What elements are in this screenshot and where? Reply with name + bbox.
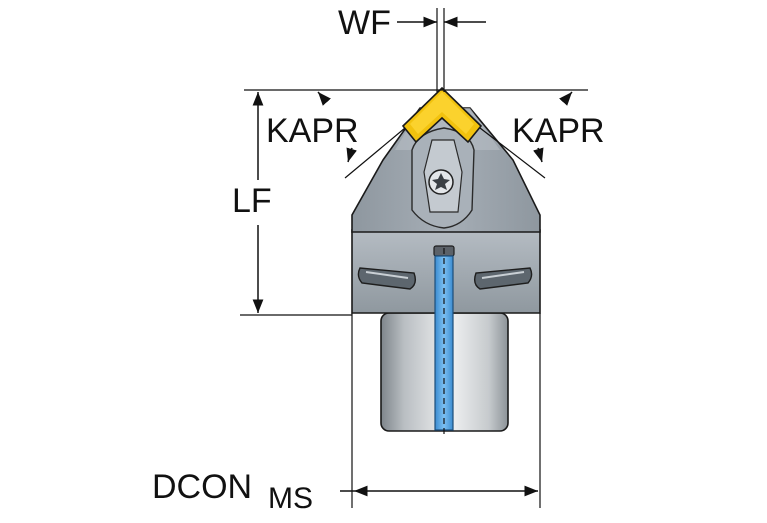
kapr-left-ext [344, 127, 406, 179]
right-slot-hl [481, 271, 525, 279]
dimensions [240, 8, 588, 508]
label-wf: WF [338, 4, 391, 42]
tool-holder [351, 86, 541, 436]
left-slot-hl [365, 271, 409, 279]
kapr-right-arrow-top [559, 91, 573, 106]
label-kapr-right: KAPR [512, 112, 605, 150]
label-dcon: DCON [152, 468, 252, 506]
label-dcon-sub: MS [268, 482, 313, 515]
kapr-left-arrow-top [317, 91, 331, 106]
insert-highlight [410, 92, 474, 134]
label-kapr-left: KAPR [266, 112, 359, 150]
kapr-right-ext [479, 127, 546, 179]
kapr-left-arrow-bottom [346, 147, 357, 163]
torx-screw-icon [428, 169, 454, 195]
kapr-right-arrow-bottom [533, 147, 544, 163]
label-lf: LF [232, 182, 272, 220]
